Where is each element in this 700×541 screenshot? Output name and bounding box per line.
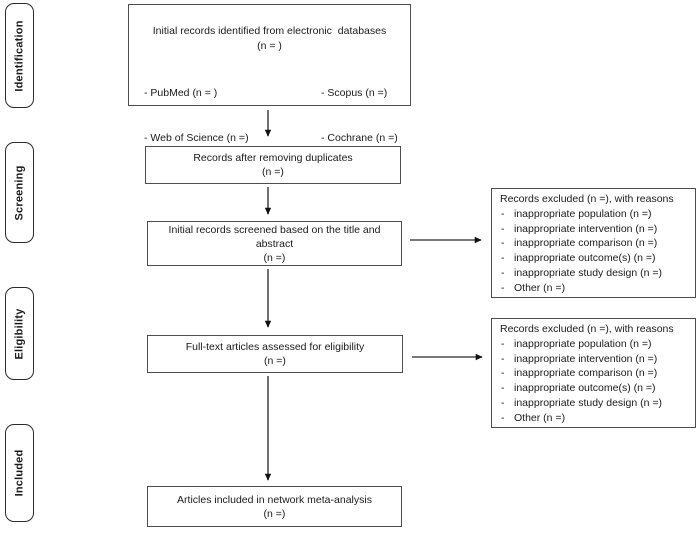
duplicates-removed-text: Records after removing duplicates <box>193 152 353 164</box>
dash-bullet: - <box>501 382 505 395</box>
stage-screening-label: Screening <box>13 165 26 220</box>
stage-identification: Identification <box>5 3 34 108</box>
dash-bullet: - <box>501 222 505 235</box>
box-articles-included: Articles included in network meta-analys… <box>147 486 402 527</box>
box-duplicates-removed: Records after removing duplicates (n =) <box>145 146 401 184</box>
box-excluded-eligibility: Records excluded (n =), with reasons - i… <box>491 318 696 428</box>
source-list-right: - Scopus (n =) - Cochrane (n =) <box>321 56 398 176</box>
source-scopus: - Scopus (n =) <box>321 87 388 99</box>
dash-bullet: - <box>501 396 505 409</box>
dash-bullet: - <box>501 411 505 424</box>
articles-included-count: (n =) <box>263 507 286 520</box>
stage-eligibility-label: Eligibility <box>13 307 26 360</box>
dash-bullet: - <box>501 352 505 365</box>
source-cochrane: - Cochrane (n =) <box>321 132 398 144</box>
excluded-reason: - Other (n =) <box>498 411 691 426</box>
excluded-reason: - inappropriate outcome(s) (n =) <box>498 381 691 396</box>
stage-included: Included <box>5 424 34 522</box>
excluded-reason: - inappropriate population (n =) <box>498 337 691 352</box>
records-screened-text-line1: Initial records screened based on the ti… <box>168 223 381 236</box>
stage-screening: Screening <box>5 142 34 243</box>
excluded-reason: - inappropriate intervention (n =) <box>498 222 691 237</box>
dash-bullet: - <box>501 237 505 250</box>
excluded-reason: - inappropriate intervention (n =) <box>498 352 691 367</box>
records-identified-text: Initial records identified from electron… <box>152 25 387 37</box>
excluded-reason: - inappropriate study design (n =) <box>498 396 691 411</box>
excluded-reason: - inappropriate outcome(s) (n =) <box>498 251 691 266</box>
source-list-left: - PubMed (n = ) - Web of Science (n =) <box>144 56 249 176</box>
records-screened-count: (n =) <box>263 251 286 264</box>
stage-identification-label: Identification <box>13 19 26 92</box>
box-fulltext-assessed: Full-text articles assessed for eligibil… <box>147 335 403 373</box>
records-screened-text-line2: abstract <box>255 237 294 250</box>
source-web-of-science: - Web of Science (n =) <box>144 132 249 144</box>
stage-eligibility: Eligibility <box>5 287 34 380</box>
fulltext-assessed-text: Full-text articles assessed for eligibil… <box>185 341 365 353</box>
excluded-reason: - inappropriate comparison (n =) <box>498 236 691 251</box>
dash-bullet: - <box>501 281 505 294</box>
stage-included-label: Included <box>13 449 26 497</box>
box-excluded-screening: Records excluded (n =), with reasons - i… <box>491 188 696 298</box>
articles-included-text: Articles included in network meta-analys… <box>177 493 372 506</box>
excluded-reason: - inappropriate population (n =) <box>498 207 691 222</box>
dash-bullet: - <box>501 367 505 380</box>
dash-bullet: - <box>501 266 505 279</box>
duplicates-removed-count: (n =) <box>262 166 284 178</box>
excluded-reason: - Other (n =) <box>498 281 691 296</box>
source-pubmed: - PubMed (n = ) <box>144 87 218 99</box>
excluded-screening-title: Records excluded (n =), with reasons <box>500 193 674 205</box>
dash-bullet: - <box>501 207 505 220</box>
fulltext-assessed-count: (n =) <box>264 355 286 367</box>
dash-bullet: - <box>501 337 505 350</box>
excluded-eligibility-title: Records excluded (n =), with reasons <box>500 323 674 335</box>
excluded-reason: - inappropriate comparison (n =) <box>498 366 691 381</box>
dash-bullet: - <box>501 252 505 265</box>
box-records-identified: Initial records identified from electron… <box>128 4 411 144</box>
excluded-reason: - inappropriate study design (n =) <box>498 266 691 281</box>
records-identified-count: (n = ) <box>257 40 282 52</box>
box-records-screened: Initial records screened based on the ti… <box>147 221 402 266</box>
